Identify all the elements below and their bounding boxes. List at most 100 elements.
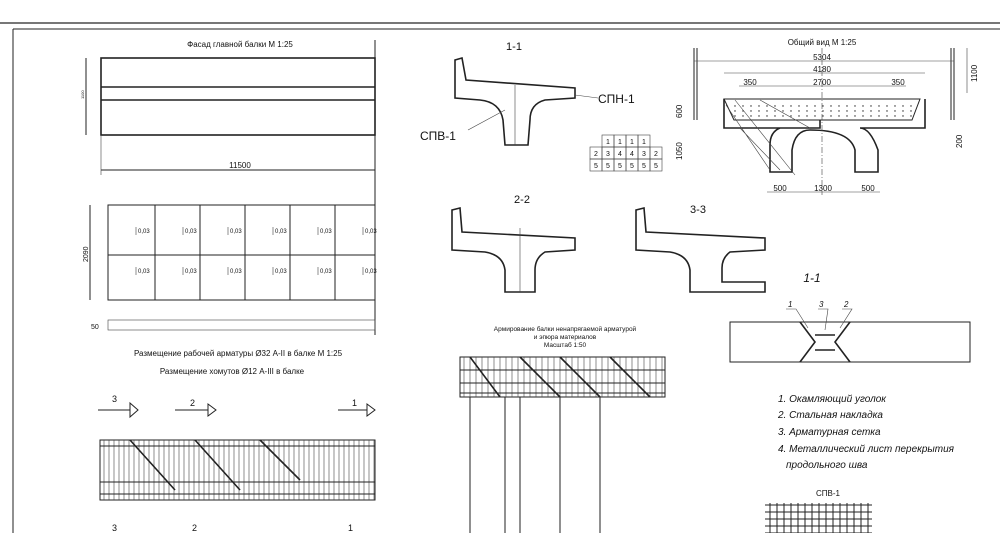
ballast-dot xyxy=(862,110,864,112)
beam-outline xyxy=(107,204,376,301)
dim-cant: 200 xyxy=(955,134,964,148)
ballast-dot xyxy=(734,105,736,107)
ballast-dot xyxy=(854,110,856,112)
ballast-dot xyxy=(822,105,824,107)
facade-view: Фасад главной балки М 1:25 1100 11500 0,… xyxy=(80,40,377,335)
ballast-dot xyxy=(766,110,768,112)
ballast-dot xyxy=(886,110,888,112)
ballast-dot xyxy=(846,115,848,117)
rebar-title: Размещение рабочей арматуры Ø32 А-II в б… xyxy=(134,349,343,358)
beam-rebar-outline xyxy=(99,439,376,501)
drawing-line xyxy=(519,356,561,398)
ballast-dot xyxy=(862,105,864,107)
facade-height-2: 2090 xyxy=(83,246,90,262)
bar-table-value: 5 xyxy=(654,163,658,170)
ballast-dot xyxy=(798,105,800,107)
dim-rail-height: 1100 xyxy=(970,64,979,82)
ballast-dot xyxy=(910,115,912,117)
facade-title: Фасад главной балки М 1:25 xyxy=(187,40,293,49)
bar-table-value: 5 xyxy=(630,163,634,170)
dim-b-left: 500 xyxy=(773,184,787,193)
ballast-dot xyxy=(798,115,800,117)
ballast-dot xyxy=(806,110,808,112)
reinforcement-title: Армирование балки ненапрягаемой арматуро… xyxy=(494,325,637,333)
ballast-dot xyxy=(750,115,752,117)
ballast-dot xyxy=(766,115,768,117)
drawing-line xyxy=(469,356,501,398)
reinforcement-scale: Масштаб 1:50 xyxy=(544,341,587,349)
joint-title: 1-1 xyxy=(803,271,820,285)
crack-width-label: 0,03 xyxy=(185,229,197,235)
legend-item: продольного шва xyxy=(786,460,868,471)
facade-offset: 50 xyxy=(91,324,99,331)
crack-width-label: 0,03 xyxy=(320,229,332,235)
ballast-dot xyxy=(830,105,832,107)
ballast-dot xyxy=(822,115,824,117)
section-3-3-title: 3-3 xyxy=(690,204,706,216)
ballast-dot xyxy=(902,115,904,117)
ballast-dot xyxy=(742,105,744,107)
crack-width-label: 0,03 xyxy=(365,229,377,235)
ballast-dot xyxy=(782,110,784,112)
ballast-dot xyxy=(798,110,800,112)
bar-table-value: 5 xyxy=(594,163,598,170)
bar-table-value: 3 xyxy=(642,151,646,158)
drawing-line xyxy=(609,356,651,398)
label-spn-1: СПН-1 xyxy=(598,92,635,106)
ballast-dot xyxy=(758,110,760,112)
ballast-dot xyxy=(894,105,896,107)
crack-width-label: 0,03 xyxy=(138,229,150,235)
ballast-dot xyxy=(846,105,848,107)
reinforcement-outline xyxy=(459,356,666,398)
joint-detail: 1-1 1 3 2 1. Окамляющий уголок 2. Стальн… xyxy=(729,271,971,533)
ballast-dot xyxy=(830,110,832,112)
bar-table-value: 4 xyxy=(618,151,622,158)
ballast-dot xyxy=(910,105,912,107)
ballast-dot xyxy=(910,110,912,112)
joint-marker-1: 1 xyxy=(788,300,792,309)
ballast-dot xyxy=(766,105,768,107)
general-view: Общий вид М 1:25 5304 4180 350 2700 350 … xyxy=(675,38,979,195)
section-2-2: 2-2 xyxy=(451,194,576,293)
facade-length: 11500 xyxy=(229,161,251,170)
ballast-dot xyxy=(790,110,792,112)
drawing-line xyxy=(129,439,176,491)
ballast-dot xyxy=(870,115,872,117)
bar-table-value: 1 xyxy=(630,139,634,146)
label-spv-1: СПВ-1 xyxy=(420,129,456,143)
rebar-layout: Размещение рабочей арматуры Ø32 А-II в б… xyxy=(98,349,376,533)
bar-table-value: 1 xyxy=(618,139,622,146)
bar-table-value: 5 xyxy=(642,163,646,170)
joint-marker-2: 2 xyxy=(843,300,849,309)
section-mark-1-bottom: 1 xyxy=(348,523,353,533)
ballast-dot xyxy=(774,110,776,112)
bar-table-value: 5 xyxy=(606,163,610,170)
dim-slab: 4180 xyxy=(813,65,831,74)
ballast-dot xyxy=(750,105,752,107)
ballast-dot xyxy=(774,105,776,107)
ballast-dot xyxy=(750,110,752,112)
bar-table-value: 1 xyxy=(606,139,610,146)
legend-item: 4. Металлический лист перекрытия xyxy=(778,444,955,455)
general-view-title: Общий вид М 1:25 xyxy=(788,38,857,47)
section-mark-1: 1 xyxy=(352,398,357,408)
ballast-dot xyxy=(886,115,888,117)
legend-item: 1. Окамляющий уголок xyxy=(778,394,887,405)
ballast-dot xyxy=(758,105,760,107)
ballast-dot xyxy=(774,115,776,117)
section-3-3: 3-3 xyxy=(635,204,766,293)
ballast-dot xyxy=(790,115,792,117)
crack-width-label: 0,03 xyxy=(230,269,242,275)
ballast-dot xyxy=(902,110,904,112)
dim-overall: 5304 xyxy=(813,53,831,62)
ballast-dot xyxy=(878,110,880,112)
ballast-dot xyxy=(902,105,904,107)
ballast-dot xyxy=(782,105,784,107)
ballast-dot xyxy=(814,105,816,107)
ballast-dot xyxy=(878,105,880,107)
dim-right: 350 xyxy=(891,78,905,87)
ballast-dot xyxy=(822,110,824,112)
ballast-dot xyxy=(782,115,784,117)
